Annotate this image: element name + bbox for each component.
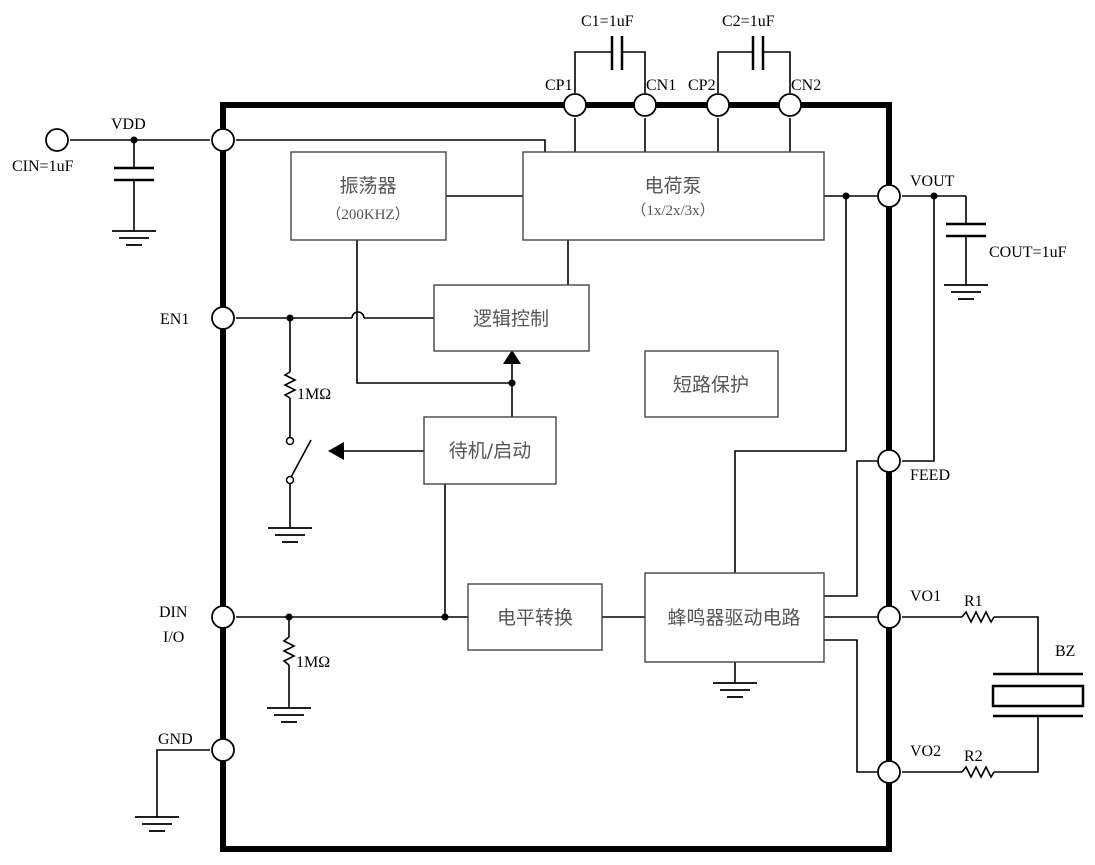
label-cn1: CN1 bbox=[646, 77, 676, 94]
label-io: I/O bbox=[163, 629, 184, 646]
short-protect-label: 短路保护 bbox=[673, 374, 749, 396]
ic-package-outline bbox=[220, 102, 892, 852]
ground-symbol-din bbox=[267, 707, 311, 723]
oscillator-label: 振荡器 bbox=[339, 175, 396, 197]
pin-cn1 bbox=[633, 93, 657, 117]
label-c1: C1=1uF bbox=[581, 13, 634, 30]
pin-en1 bbox=[211, 306, 235, 330]
label-din: DIN bbox=[159, 604, 188, 621]
ground-symbol-switch bbox=[268, 527, 312, 543]
resistor-r1 bbox=[961, 610, 995, 624]
pin-vdd bbox=[211, 128, 235, 152]
arrow-to-logic bbox=[503, 350, 521, 364]
label-bz: BZ bbox=[1055, 643, 1075, 660]
charge-pump-label: 电荷泵 bbox=[644, 175, 701, 197]
pin-gnd bbox=[211, 738, 235, 762]
label-cn2: CN2 bbox=[791, 77, 821, 94]
label-cp2: CP2 bbox=[688, 77, 716, 94]
terminal-cin bbox=[45, 128, 69, 152]
capacitor-cout bbox=[946, 222, 986, 238]
capacitor-c1 bbox=[610, 36, 624, 70]
level-shift-label: 电平转换 bbox=[497, 607, 573, 629]
label-cin: CIN=1uF bbox=[12, 158, 74, 175]
oscillator-frequency: （200KHZ） bbox=[326, 206, 409, 223]
pin-cn2 bbox=[778, 93, 802, 117]
ground-symbol-cout bbox=[944, 284, 988, 300]
label-cout: COUT=1uF bbox=[989, 244, 1067, 261]
block-charge-pump: 电荷泵 （1x/2x/3x） bbox=[522, 151, 825, 241]
label-en1: EN1 bbox=[160, 311, 189, 328]
arrow-to-switch bbox=[328, 442, 344, 460]
buzzer-symbol bbox=[991, 672, 1085, 718]
ground-symbol-gnd bbox=[135, 816, 179, 832]
block-oscillator: 振荡器 （200KHZ） bbox=[290, 151, 447, 241]
pin-vo1 bbox=[877, 605, 901, 629]
resistor-r2 bbox=[961, 765, 995, 779]
pin-feed bbox=[877, 449, 901, 473]
junction-dots bbox=[130, 136, 938, 621]
label-resistor-din: 1MΩ bbox=[296, 654, 330, 671]
pin-vout bbox=[877, 184, 901, 208]
block-short-protect: 短路保护 bbox=[644, 350, 779, 418]
buzzer-driver-label: 蜂鸣器驱动电路 bbox=[667, 607, 800, 629]
block-logic-control: 逻辑控制 bbox=[433, 284, 590, 352]
pin-din bbox=[211, 605, 235, 629]
label-gnd: GND bbox=[158, 731, 193, 748]
pin-cp2 bbox=[706, 93, 730, 117]
label-r1: R1 bbox=[964, 593, 983, 610]
ground-symbol-driver bbox=[713, 682, 757, 698]
resistor-din bbox=[282, 636, 296, 666]
block-standby: 待机/启动 bbox=[423, 416, 557, 485]
label-feed: FEED bbox=[910, 467, 950, 484]
ground-symbol-cin bbox=[112, 230, 156, 246]
capacitor-c2 bbox=[751, 36, 765, 70]
label-vo1: VO1 bbox=[910, 588, 941, 605]
pin-vo2 bbox=[877, 760, 901, 784]
block-buzzer-driver: 蜂鸣器驱动电路 bbox=[644, 572, 825, 663]
label-c2: C2=1uF bbox=[722, 13, 775, 30]
pin-cp1 bbox=[563, 93, 587, 117]
label-vo2: VO2 bbox=[910, 743, 941, 760]
charge-pump-modes: （1x/2x/3x） bbox=[631, 202, 714, 219]
wires bbox=[70, 51, 1039, 817]
block-level-shift: 电平转换 bbox=[467, 583, 603, 651]
capacitor-cin bbox=[114, 166, 154, 182]
label-cp1: CP1 bbox=[545, 77, 573, 94]
label-r2: R2 bbox=[964, 748, 983, 765]
logic-control-label: 逻辑控制 bbox=[473, 308, 549, 330]
resistor-en1 bbox=[283, 371, 297, 399]
label-vout: VOUT bbox=[910, 173, 955, 190]
label-vdd: VDD bbox=[111, 116, 146, 133]
switch-contact-top bbox=[285, 436, 295, 446]
standby-label: 待机/启动 bbox=[449, 440, 531, 462]
switch-contact-bottom bbox=[285, 475, 295, 485]
label-resistor-en1: 1MΩ bbox=[297, 386, 331, 403]
